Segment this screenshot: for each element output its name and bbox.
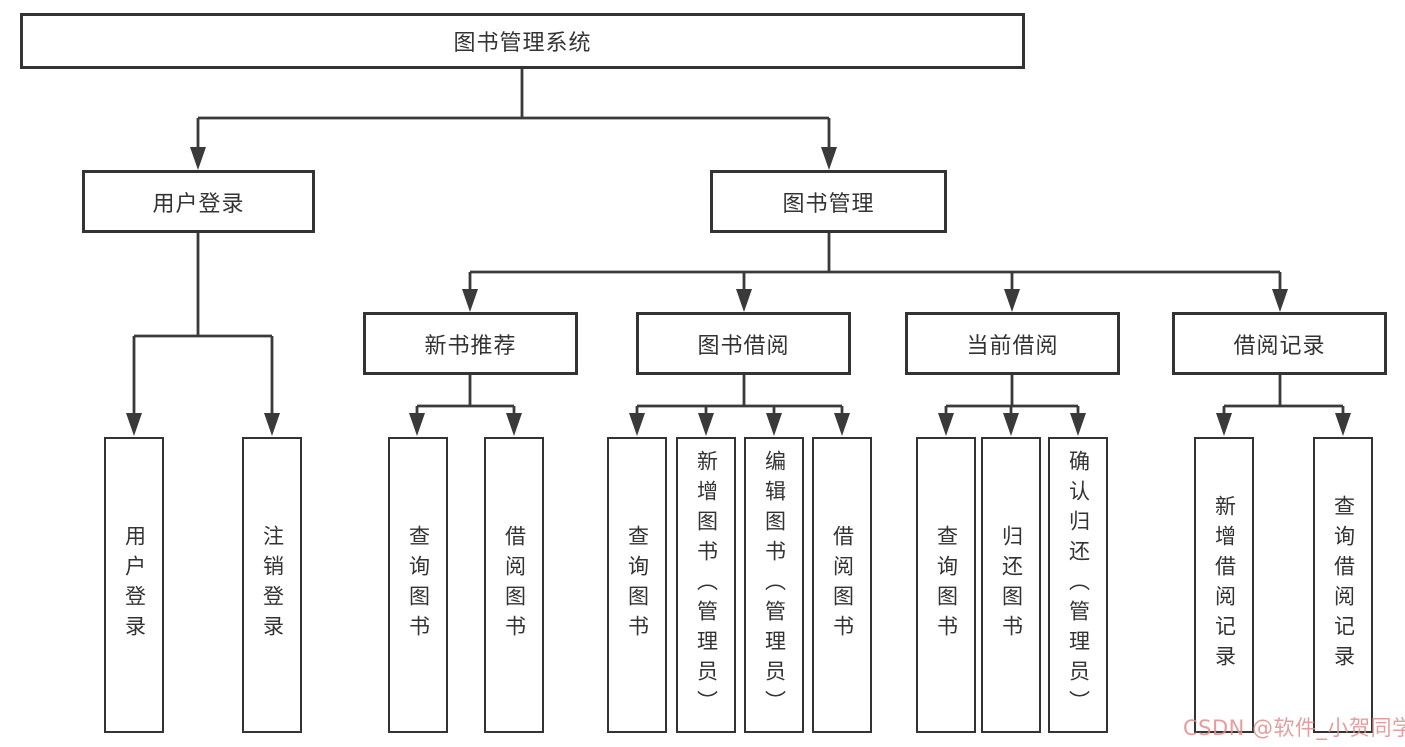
leaf-borrow-books: 借阅图书: [812, 437, 872, 733]
leaf-query-books-recommend: 查询图书: [388, 437, 448, 733]
node-user-login: 用户登录: [82, 170, 315, 233]
node-current-borrow: 当前借阅: [905, 312, 1120, 375]
leaf-query-books-current: 查询图书: [916, 437, 976, 733]
leaf-add-books-admin: 新增图书（管理员）: [676, 437, 736, 733]
node-borrow-records: 借阅记录: [1172, 312, 1387, 375]
csdn-watermark: CSDN @软件_小贺同学: [1183, 716, 1405, 740]
leaf-add-borrow-record: 新增借阅记录: [1194, 437, 1254, 733]
node-new-book-recommend: 新书推荐: [363, 312, 578, 375]
leaf-user-login: 用户登录: [104, 437, 164, 733]
node-library-management-system: 图书管理系统: [20, 13, 1025, 69]
leaf-return-books: 归还图书: [981, 437, 1041, 733]
leaf-query-borrow-record: 查询借阅记录: [1313, 437, 1373, 733]
leaf-query-books-borrow: 查询图书: [607, 437, 667, 733]
leaf-confirm-return-admin: 确认归还（管理员）: [1048, 437, 1108, 733]
node-book-management: 图书管理: [710, 170, 947, 233]
leaf-logout: 注销登录: [242, 437, 302, 733]
node-book-borrow: 图书借阅: [636, 312, 851, 375]
leaf-edit-books-admin: 编辑图书（管理员）: [744, 437, 804, 733]
leaf-borrow-books-recommend: 借阅图书: [484, 437, 544, 733]
